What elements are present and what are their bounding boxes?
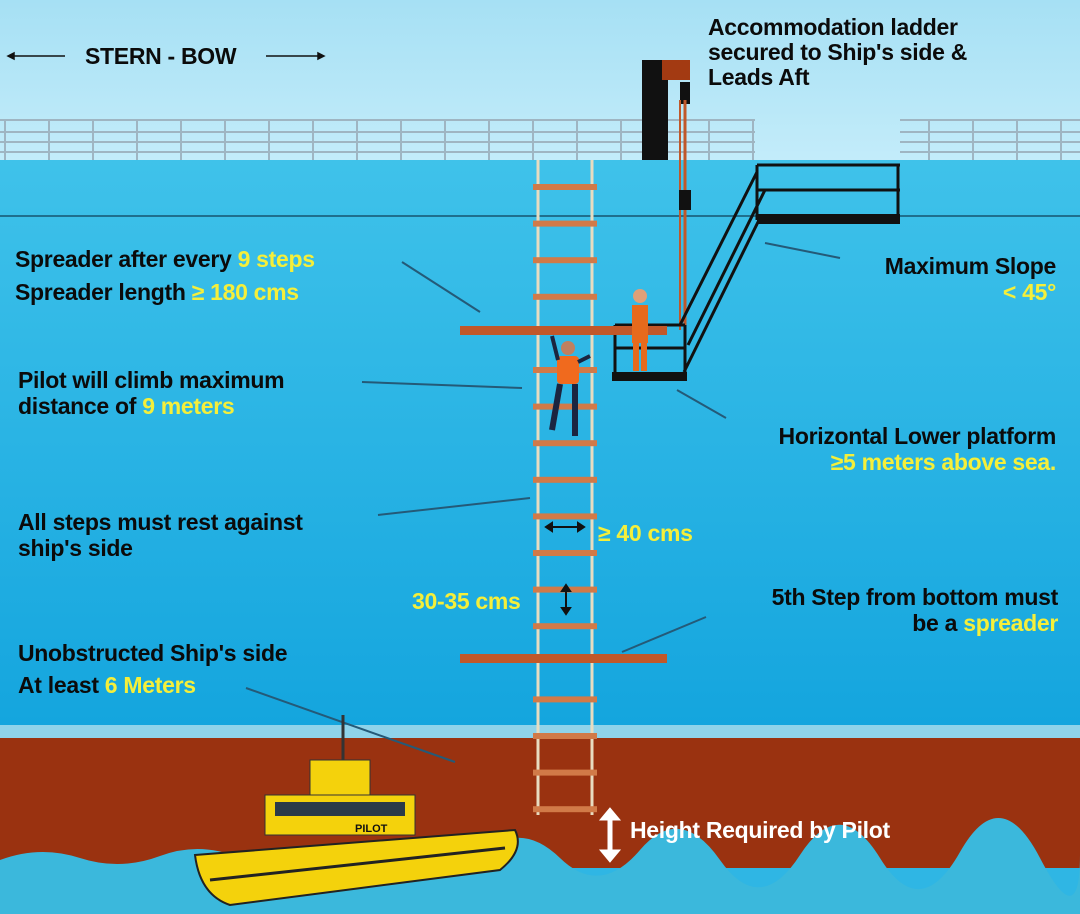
fifth-step-note: 5th Step from bottom must be a spreader — [771, 584, 1059, 636]
note-text: Spreader after every — [15, 246, 238, 272]
note-text: At least — [18, 672, 105, 698]
direction-label: STERN - BOW — [85, 43, 237, 69]
steps-rest-note: All steps must rest against ship's side — [18, 509, 303, 561]
note-line: secured to Ship's side & — [708, 39, 968, 65]
note-text: All steps must rest against — [18, 509, 303, 535]
ladder-rung — [533, 733, 597, 739]
hull-stripe — [0, 725, 1080, 738]
climb-note: Pilot will climb maximum distance of 9 m… — [18, 367, 285, 419]
step-spacing-label: 30-35 cms — [412, 588, 521, 614]
note-text: be a — [912, 610, 964, 636]
highlight-text: ≥ 180 cms — [191, 279, 299, 305]
height-required-label: Height Required by Pilot — [630, 817, 890, 843]
note-line: Accommodation ladder — [708, 14, 958, 40]
ladder-rung — [533, 696, 597, 703]
highlight-text: ≥5 meters above sea. — [830, 449, 1057, 475]
note-line: Leads Aft — [708, 64, 810, 90]
direction-arrows — [6, 51, 326, 61]
note-text: Unobstructed Ship's side — [18, 640, 288, 666]
ladder-rung — [533, 293, 597, 300]
ladder-rung — [533, 220, 597, 227]
pointer-lines — [245, 242, 841, 763]
ladder-rung — [533, 623, 597, 630]
ladder-rung — [533, 806, 597, 813]
note-text: Pilot will climb maximum — [18, 367, 285, 393]
crew-figure — [632, 289, 648, 371]
slope-note: Maximum Slope < 45° — [884, 253, 1057, 305]
step-width-label: ≥ 40 cms — [598, 520, 693, 546]
unobstructed-note: Unobstructed Ship's side At least 6 Mete… — [18, 637, 288, 701]
ladder-rung — [533, 403, 597, 410]
railing — [0, 119, 1080, 160]
note-text: ship's side — [18, 535, 133, 561]
pilot-ladder — [533, 160, 597, 815]
note-text: Spreader length — [15, 279, 192, 305]
highlight-text: 9 meters — [142, 393, 235, 419]
spreader-upper — [460, 326, 667, 335]
dimension-arrows — [544, 521, 586, 616]
highlight-text: spreader — [963, 610, 1058, 636]
pilot-boat: PILOT — [193, 715, 519, 907]
note-text: 5th Step from bottom must — [771, 584, 1059, 610]
ladder-rung — [533, 476, 597, 483]
ladder-rung — [533, 440, 597, 447]
ladder-rung — [533, 513, 597, 520]
spreader-bottom-fifth-step — [460, 654, 667, 663]
accommodation-ladder — [612, 60, 900, 381]
ladder-rung — [533, 550, 597, 556]
note-text: distance of — [18, 393, 143, 419]
sea-waves — [0, 817, 1080, 914]
note-text: Horizontal Lower platform — [778, 423, 1057, 449]
ladder-rung — [533, 257, 597, 264]
pilot-figure — [549, 335, 591, 436]
highlight-text: 9 steps — [237, 246, 315, 272]
accommodation-ladder-note: Accommodation ladder secured to Ship's s… — [708, 15, 967, 90]
platform-note: Horizontal Lower platform ≥5 meters abov… — [778, 423, 1057, 475]
highlight-text: 6 Meters — [104, 672, 196, 698]
height-arrow-icon — [598, 807, 622, 863]
ladder-rung — [533, 184, 597, 190]
note-text: Maximum Slope — [884, 253, 1057, 279]
spreader-note: Spreader after every 9 steps Spreader le… — [15, 243, 315, 309]
svg-text:PILOT: PILOT — [355, 823, 388, 835]
highlight-text: < 45° — [1002, 279, 1056, 305]
ladder-rung — [533, 769, 597, 776]
